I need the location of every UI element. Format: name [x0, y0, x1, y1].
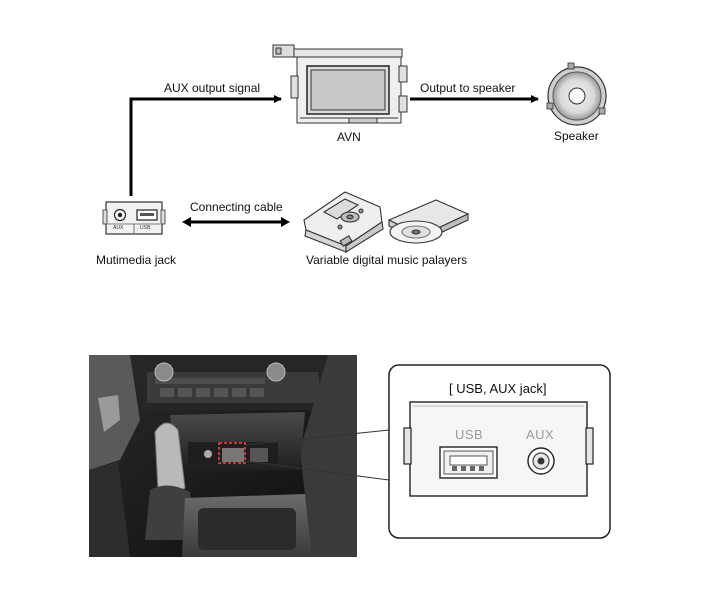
avn-label: AVN — [337, 130, 361, 144]
console-photo — [89, 355, 357, 557]
jack-aux-tiny-label: AUX — [113, 225, 124, 231]
music-players-label: Variable digital music palayers — [306, 253, 468, 267]
avn-unit-icon — [272, 44, 408, 124]
aux-port-icon — [527, 447, 555, 475]
aux-output-signal-label: AUX output signal — [164, 81, 261, 95]
climate-buttons — [160, 388, 264, 397]
connecting-cable-label: Connecting cable — [190, 200, 283, 214]
jack-usb-tiny-label: USB — [140, 225, 151, 231]
output-to-speaker-label: Output to speaker — [420, 81, 516, 95]
aux-port-label: AUX — [526, 427, 555, 442]
jack-detail-panel — [388, 364, 611, 539]
aux-signal-line — [129, 95, 282, 196]
speaker-label: Speaker — [554, 129, 599, 143]
usb-port-label: USB — [455, 427, 484, 442]
multimedia-jack-icon — [102, 201, 166, 235]
connecting-cable-arrow — [182, 217, 290, 227]
detail-title: [ USB, AUX jack] — [449, 381, 547, 396]
usb-port-icon — [439, 446, 498, 479]
jack-highlight-box — [218, 442, 246, 464]
cd-player-icon — [387, 199, 470, 244]
speaker-icon — [546, 62, 607, 126]
multimedia-jack-label: Mutimedia jack — [96, 253, 177, 267]
music-player-icon — [303, 191, 384, 253]
